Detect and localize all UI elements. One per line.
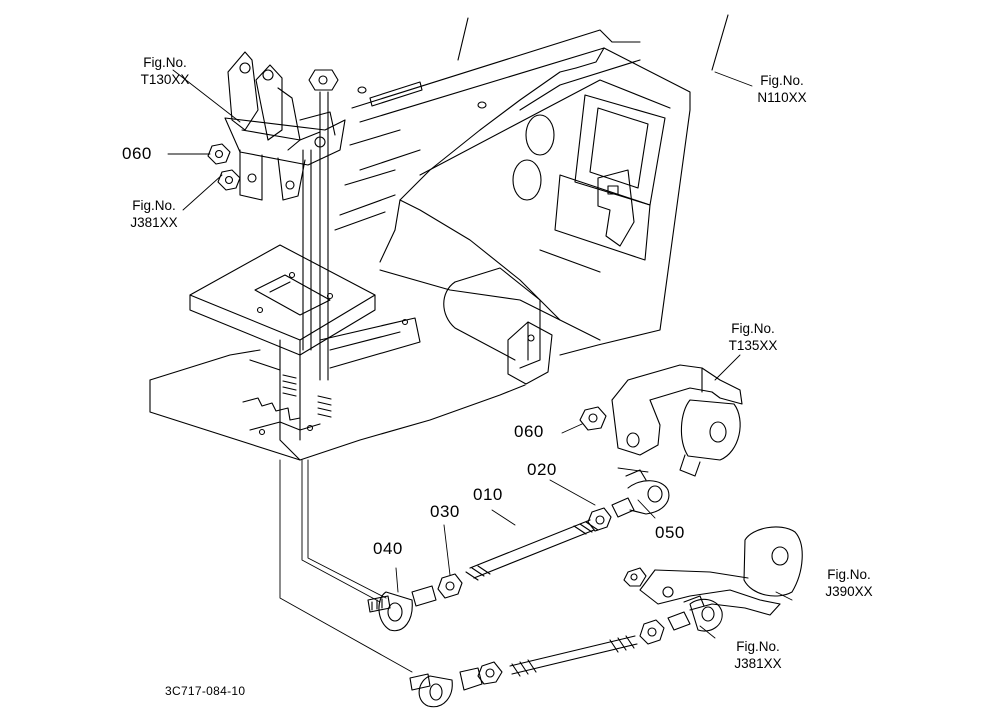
part-label-050: 050	[655, 523, 685, 542]
fig-code: J381XX	[130, 215, 178, 230]
fig-prefix: Fig.No.	[143, 55, 187, 70]
fig-ref-j390: Fig.No. J390XX	[818, 566, 880, 600]
fig-ref-j381-top: Fig.No. J381XX	[124, 197, 184, 231]
part-label-060-mid: 060	[514, 422, 544, 441]
console-box	[189, 244, 376, 461]
drawing-number: 3C717-084-10	[165, 684, 246, 698]
fig-ref-n110: Fig.No. N110XX	[750, 72, 814, 106]
fig-prefix: Fig.No.	[827, 567, 871, 582]
fig-ref-j381-bottom: Fig.No. J381XX	[727, 638, 789, 672]
lever-t135	[611, 364, 743, 477]
fig-code: J381XX	[734, 656, 782, 671]
chassis-frame	[149, 14, 729, 461]
fig-code: N110XX	[757, 90, 807, 105]
fig-prefix: Fig.No.	[132, 198, 176, 213]
fig-code: T135XX	[728, 338, 778, 353]
part-label-060-top: 060	[122, 144, 152, 163]
fig-code: T130XX	[140, 72, 190, 87]
part-label-030: 030	[430, 502, 460, 521]
part-label-040: 040	[373, 539, 403, 558]
lever-j390	[623, 526, 803, 616]
upper-lever-assembly	[224, 51, 346, 418]
nut-060-right	[579, 406, 607, 431]
fig-code: J390XX	[825, 584, 873, 599]
fig-prefix: Fig.No.	[760, 73, 804, 88]
leader-lines	[167, 69, 793, 673]
fig-prefix: Fig.No.	[731, 321, 775, 336]
fig-ref-t130: Fig.No. T130XX	[135, 54, 195, 88]
part-label-010: 010	[473, 485, 503, 504]
rod-assembly-upper	[367, 469, 670, 632]
fig-prefix: Fig.No.	[736, 639, 780, 654]
nut-060-left	[207, 143, 241, 191]
fig-ref-t135: Fig.No. T135XX	[722, 320, 784, 354]
part-label-020: 020	[527, 460, 557, 479]
rod-assembly-lower	[409, 595, 723, 708]
